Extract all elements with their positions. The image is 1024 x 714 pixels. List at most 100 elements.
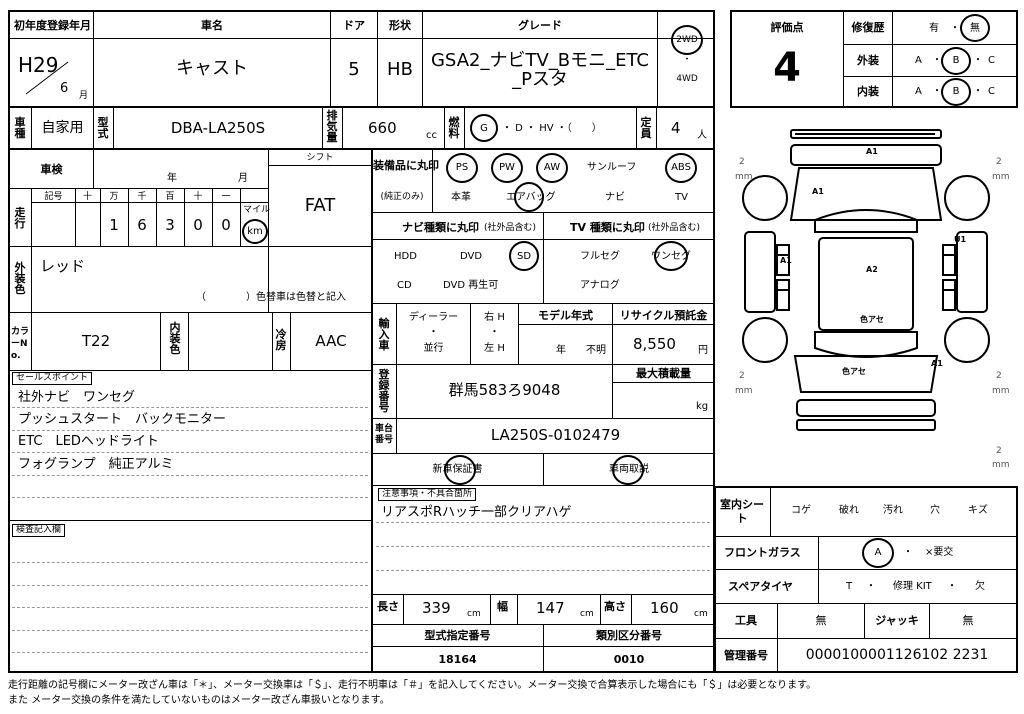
length-unit: cm	[467, 609, 481, 619]
sales-point-2: ETC LEDヘッドライト	[18, 434, 159, 449]
model-value: DBA-LA250S	[170, 119, 266, 137]
drive-2wd: 2WD	[676, 35, 698, 45]
equip-ps-circle	[446, 153, 478, 183]
windshield-a: A	[874, 547, 882, 558]
class-no-value: 0010	[613, 653, 645, 666]
color-value: レッド	[40, 257, 86, 275]
fuel-g: G	[480, 123, 488, 134]
interior-label: 内装	[857, 85, 879, 98]
equip-aw: AW	[543, 162, 561, 173]
navi-dvd: DVD	[460, 251, 483, 262]
equip-leather: 本革	[451, 192, 471, 203]
jack-label: ジャッキ	[875, 614, 919, 627]
tire-rl-value: 2	[739, 371, 745, 381]
navi-type-label: ナビ種類に丸印	[402, 221, 479, 234]
color-change-note: （ ）色替車は色替と記入	[196, 292, 346, 303]
tire-fr-value: 2	[996, 157, 1002, 167]
odo-header-3: 百	[165, 192, 175, 202]
capacity-label: 定員	[640, 116, 652, 140]
windshield-dot: ・	[903, 547, 913, 558]
grade-value: GSA2_ナビTV_Bモニ_ETC_Pスタ	[430, 50, 649, 90]
windshield-a-circle	[862, 538, 894, 568]
import-dealer: ディーラー	[408, 312, 459, 323]
spare-tire-label: スペアタイヤ	[728, 580, 793, 593]
sales-point-3: フォグランプ 純正アルミ	[18, 457, 174, 472]
tools-label: 工具	[735, 614, 757, 627]
equip-pw-circle	[491, 153, 523, 183]
navi-sd: SD	[516, 251, 532, 262]
first-reg-slash	[25, 61, 69, 95]
displacement-unit: cc	[426, 130, 437, 141]
first-reg-label: 初年度登録年月	[14, 19, 91, 32]
car-name: キャスト	[176, 58, 248, 79]
row2-bottom	[9, 148, 714, 150]
length-label: 長さ	[377, 600, 399, 613]
spare-depth: 2	[996, 446, 1002, 456]
eval-frame	[730, 10, 1018, 108]
tire-rr-depth: 2	[996, 371, 1002, 381]
class-no-label: 類別区分番号	[596, 629, 662, 642]
ext-dot-1: ・	[932, 55, 942, 66]
odo-header-2: 千	[137, 192, 147, 202]
notes-text: リアスポRハッチ一部クリアハゲ	[381, 505, 572, 520]
mgmt-number: 0000100001126102 2231	[805, 647, 989, 663]
tire-fl-unit: mm	[735, 172, 753, 182]
int-color-label: 内装色	[169, 321, 181, 356]
left-col-right	[371, 149, 373, 673]
recycle-unit: 円	[698, 345, 708, 356]
fuel-other: ・ D ・ HV ・（ ）	[502, 123, 602, 134]
tv-fullseg: フルセグ	[580, 251, 620, 262]
import-label: 輸入車	[378, 317, 390, 352]
seat-tear: 破れ	[839, 505, 859, 516]
repair-no-circle	[960, 14, 990, 42]
spare-tire-t: T	[846, 581, 853, 592]
navi-hdd: HDD	[394, 251, 417, 262]
damage-mark-front-bumper: A1	[866, 147, 878, 156]
shaken-year-unit: 年	[167, 173, 177, 184]
seat-scratch: キズ	[968, 505, 988, 516]
import-left-h: 左 H	[484, 343, 505, 354]
seat-stain: 汚れ	[883, 505, 903, 516]
width-value: 147	[536, 599, 565, 617]
odo-digit-1: 1	[109, 216, 119, 234]
manual-label: 車両取説	[609, 464, 649, 475]
doors-value: 5	[348, 59, 360, 80]
displacement-label: 排気量	[326, 109, 338, 144]
fuel-g-circle	[470, 114, 498, 142]
damage-mark-right-rear: A1	[931, 359, 943, 368]
notes-label: 注意事項・不具合箇所	[378, 488, 477, 501]
car-damage-diagram	[742, 129, 990, 431]
sales-point-1: プッシュスタート バックモニター	[18, 412, 227, 427]
capacity-unit: 人	[697, 130, 707, 141]
height-value: 160	[650, 599, 679, 617]
sales-point-0: 社外ナビ ワンセグ	[18, 390, 136, 405]
chassis-number: LA250S-0102479	[490, 426, 621, 444]
manual-circle	[612, 455, 644, 485]
spare-unit: mm	[992, 460, 1010, 470]
fuel-label: 燃料	[448, 116, 460, 140]
score-label: 評価点	[770, 21, 804, 34]
tire-rl-depth: 2	[739, 371, 745, 381]
spare-value: 2	[996, 446, 1002, 456]
odo-header-1: 万	[109, 192, 119, 202]
doors-label: ドア	[343, 19, 365, 32]
mgmt-number-label: 管理番号	[724, 649, 768, 662]
score-value: 4	[773, 45, 801, 91]
height-unit: cm	[694, 609, 708, 619]
navi-type-sub: (社外品含む)	[484, 223, 537, 233]
odo-digit-3: 3	[165, 216, 175, 234]
equip-sub: (純正のみ)	[380, 192, 424, 202]
tire-rl-unit: mm	[735, 386, 753, 396]
odo-header-4: 十	[193, 192, 203, 202]
equip-label: 装備品に丸印	[373, 159, 439, 172]
tv-type-label: TV 種類に丸印	[570, 221, 645, 234]
int-grade-b: B	[952, 86, 960, 97]
tv-oneseg: ワンセグ	[651, 251, 691, 262]
tire-fl-value: 2	[739, 157, 745, 167]
odo-header-5: 一	[221, 192, 231, 202]
tv-analog: アナログ	[580, 280, 620, 291]
colorno-value: T22	[81, 332, 111, 350]
navi-sd-circle	[509, 241, 539, 271]
int-grade-a: A	[915, 86, 922, 97]
odo-km-label: km	[247, 226, 263, 237]
